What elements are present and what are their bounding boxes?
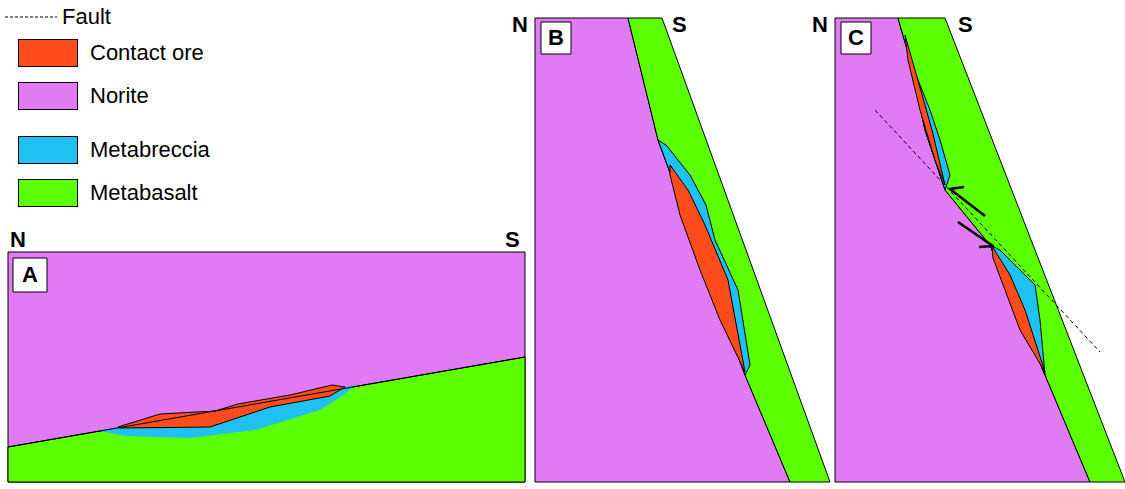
legend-swatch — [18, 136, 78, 164]
legend-swatch — [18, 179, 78, 207]
panel-c — [835, 18, 1125, 482]
direction-label: S — [672, 14, 687, 36]
panel-b — [535, 18, 830, 482]
direction-label: N — [812, 14, 828, 36]
legend-swatch — [18, 82, 78, 110]
panel-letter: C — [848, 27, 864, 49]
direction-label: S — [505, 229, 520, 251]
legend-swatch — [18, 39, 78, 67]
panel-a — [8, 252, 525, 482]
legend-text: Contact ore — [90, 42, 204, 64]
direction-label: N — [512, 14, 528, 36]
direction-label: N — [10, 229, 26, 251]
slip-arrow — [958, 222, 993, 247]
legend-text: Fault — [62, 6, 111, 28]
panel-letter: A — [22, 264, 38, 286]
legend-text: Metabreccia — [90, 139, 210, 161]
fault-line — [875, 110, 1100, 352]
slip-arrow — [950, 187, 985, 216]
panel-letter: B — [548, 27, 564, 49]
legend-text: Metabasalt — [90, 182, 198, 204]
direction-label: S — [958, 14, 973, 36]
legend-line-sample — [4, 14, 58, 20]
legend-text: Norite — [90, 85, 149, 107]
